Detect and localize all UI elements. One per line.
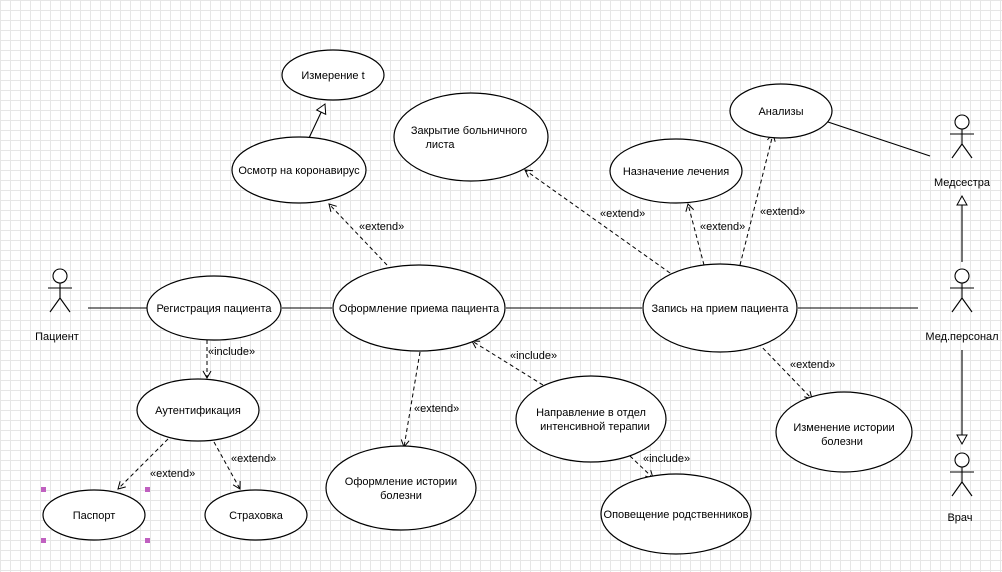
- extend-tests-appointment: [739, 133, 776, 266]
- usecase-label: Назначение лечения: [623, 166, 729, 178]
- actor-doctor[interactable]: Врач: [947, 452, 974, 524]
- usecase-registration[interactable]: Регистрация пациента: [146, 275, 282, 341]
- usecase-label: листа: [425, 139, 455, 151]
- actor-label: Медсестра: [934, 177, 991, 189]
- stick-figure-icon: [950, 452, 974, 497]
- include-icu-notify: [629, 455, 654, 479]
- usecase-label: Страховка: [229, 510, 284, 522]
- usecase-label: Осмотр на коронавирус: [238, 165, 360, 177]
- usecase-label: Запись на прием пациента: [651, 303, 789, 315]
- extend-historychange-appointment: [757, 342, 813, 400]
- usecase-label: Паспорт: [73, 510, 116, 522]
- generalization-covid-temperature: [308, 103, 327, 139]
- actor-med-staff[interactable]: Мед.персонал: [925, 268, 999, 343]
- usecase-insurance[interactable]: Страховка: [204, 489, 308, 541]
- actor-patient[interactable]: Пациент: [35, 268, 79, 343]
- usecase-temperature[interactable]: Измерение t: [281, 49, 385, 101]
- usecase-covid-exam[interactable]: Осмотр на коронавирус: [231, 136, 367, 204]
- usecase-label: Анализы: [758, 106, 803, 118]
- usecase-tests[interactable]: Анализы: [729, 83, 833, 139]
- usecase-label: Регистрация пациента: [156, 303, 272, 315]
- usecase-label: болезни: [380, 490, 422, 502]
- usecase-history-change[interactable]: Изменение истории болезни: [775, 391, 913, 473]
- usecase-label: Закрытие больничного: [411, 125, 527, 137]
- extend-treatment-appointment: [685, 203, 705, 266]
- usecase-treatment[interactable]: Назначение лечения: [609, 138, 743, 204]
- usecase-label: интенсивной терапии: [540, 421, 650, 433]
- stick-figure-icon: [950, 268, 974, 313]
- extend-label: «extend»: [790, 359, 835, 371]
- extend-label: «extend»: [700, 221, 745, 233]
- extend-history-intake: [400, 351, 421, 448]
- association-tests-nurse: [824, 120, 931, 157]
- usecase-history-create[interactable]: Оформление истории болезни: [325, 445, 477, 531]
- selection-handles[interactable]: [41, 487, 150, 543]
- extend-label: «extend»: [760, 206, 805, 218]
- extend-insurance-authentication: [213, 441, 241, 490]
- extend-sickleave-appointment: [524, 169, 671, 274]
- extend-passport-authentication: [117, 433, 174, 490]
- actor-label: Врач: [947, 512, 972, 524]
- usecase-label: Изменение истории: [793, 422, 894, 434]
- usecase-label: Оповещение родственников: [604, 509, 749, 521]
- extend-label: «extend»: [359, 221, 404, 233]
- usecase-label: Измерение t: [301, 70, 364, 82]
- usecase-passport[interactable]: Паспорт: [42, 489, 146, 541]
- actor-label: Пациент: [35, 331, 79, 343]
- usecase-label: Аутентификация: [155, 405, 241, 417]
- usecase-icu-referral[interactable]: Направление в отдел интенсивной терапии: [515, 375, 667, 463]
- actor-nurse[interactable]: Медсестра: [934, 114, 991, 189]
- usecase-sick-leave[interactable]: Закрытие больничного листа: [393, 92, 549, 182]
- extend-covid-intake: [328, 203, 388, 266]
- extend-label: «extend»: [231, 453, 276, 465]
- include-label: «include»: [643, 453, 690, 465]
- include-label: «include»: [510, 350, 557, 362]
- extend-label: «extend»: [600, 208, 645, 220]
- usecase-label: Оформление истории: [345, 476, 457, 488]
- usecase-label: болезни: [821, 436, 863, 448]
- include-label: «include»: [208, 346, 255, 358]
- extend-label: «extend»: [414, 403, 459, 415]
- usecase-intake[interactable]: Оформление приема пациента: [332, 264, 506, 352]
- extend-label: «extend»: [150, 468, 195, 480]
- usecase-label: Оформление приема пациента: [339, 303, 500, 315]
- usecase-authentication[interactable]: Аутентификация: [136, 378, 260, 442]
- stick-figure-icon: [950, 114, 974, 159]
- usecase-label: Направление в отдел: [536, 407, 646, 419]
- stick-figure-icon: [48, 268, 72, 313]
- actor-label: Мед.персонал: [925, 331, 998, 343]
- usecase-notify-relatives[interactable]: Оповещение родственников: [600, 473, 752, 555]
- include-icu-intake: [471, 340, 544, 386]
- usecase-appointment[interactable]: Запись на прием пациента: [642, 263, 798, 353]
